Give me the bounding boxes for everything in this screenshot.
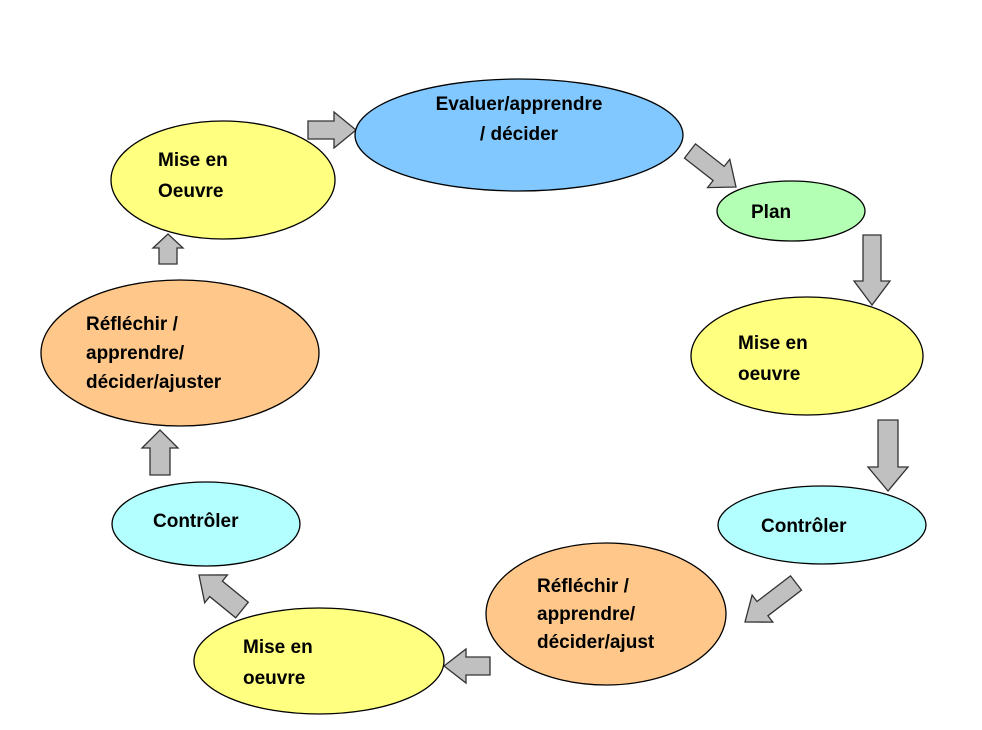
node-label-reflechir-bottom: Réfléchir / apprendre/décider/ajust bbox=[537, 576, 655, 653]
node-controler-right: Contrôler bbox=[717, 485, 927, 565]
node-reflechir-bottom: Réfléchir / apprendre/décider/ajust bbox=[485, 542, 727, 686]
arrow-reflechir-left-to-mise-en-oeuvre-top bbox=[151, 233, 185, 265]
arrow-mise-en-oeuvre-bottom-to-controler-left bbox=[198, 574, 250, 619]
node-label-controler-right: Contrôler bbox=[761, 516, 847, 537]
node-mise-en-oeuvre-top: Mise en Oeuvre bbox=[110, 120, 336, 240]
node-mise-en-oeuvre-right: Mise en oeuvre bbox=[690, 296, 924, 416]
node-label-line: / décider bbox=[480, 124, 559, 145]
node-label-line: Mise en bbox=[243, 637, 313, 658]
node-shape-reflechir-left bbox=[40, 279, 320, 427]
arrow-evaluer-to-plan bbox=[683, 142, 737, 189]
node-label-mise-en-oeuvre-bottom: Mise en oeuvre bbox=[243, 637, 313, 689]
node-label-line: Réfléchir / bbox=[537, 576, 630, 597]
node-shape-mise-en-oeuvre-right bbox=[690, 296, 924, 416]
node-label-mise-en-oeuvre-top: Mise en Oeuvre bbox=[158, 150, 228, 202]
arrow-reflechir-bottom-to-mise-en-oeuvre-bottom bbox=[442, 647, 491, 685]
arrow-controler-right-to-reflechir-bottom bbox=[744, 574, 803, 623]
node-shape-controler-left bbox=[111, 481, 301, 567]
node-controler-left: Contrôler bbox=[111, 481, 301, 567]
arrow-mise-en-oeuvre-top-to-evaluer bbox=[307, 110, 358, 150]
node-label-line: Contrôler bbox=[761, 516, 847, 537]
node-shape-controler-right bbox=[717, 485, 927, 565]
node-label-line: oeuvre bbox=[738, 364, 800, 385]
node-label-line: décider/ajuster bbox=[86, 372, 222, 393]
arrow-plan-to-mise-en-oeuvre-right bbox=[852, 234, 892, 307]
node-label-line: Plan bbox=[751, 202, 791, 223]
node-label-mise-en-oeuvre-right: Mise en oeuvre bbox=[738, 333, 808, 385]
node-shape-plan bbox=[716, 180, 866, 242]
node-label-plan: Plan bbox=[751, 202, 791, 223]
node-label-reflechir-left: Réfléchir / apprendre/décider/ajuster bbox=[86, 314, 222, 393]
node-label-evaluer: Evaluer/apprendre / décider bbox=[436, 94, 603, 145]
node-label-line: Mise en bbox=[158, 150, 228, 171]
node-reflechir-left: Réfléchir / apprendre/décider/ajuster bbox=[40, 279, 320, 427]
node-label-line: Oeuvre bbox=[158, 181, 223, 202]
node-label-line: oeuvre bbox=[243, 668, 305, 689]
node-shape-mise-en-oeuvre-bottom bbox=[193, 607, 445, 715]
arrow-mise-en-oeuvre-right-to-controler-right bbox=[866, 419, 910, 493]
arrow-controler-left-to-reflechir-left bbox=[140, 429, 180, 476]
node-label-line: Contrôler bbox=[153, 511, 239, 532]
node-mise-en-oeuvre-bottom: Mise en oeuvre bbox=[193, 607, 445, 715]
node-label-line: Mise en bbox=[738, 333, 808, 354]
node-label-line: apprendre/ bbox=[86, 343, 185, 364]
node-label-line: Evaluer/apprendre bbox=[436, 94, 603, 115]
node-label-line: décider/ajust bbox=[537, 632, 655, 653]
node-label-controler-left: Contrôler bbox=[153, 511, 239, 532]
node-shape-mise-en-oeuvre-top bbox=[110, 120, 336, 240]
node-shape-reflechir-bottom bbox=[485, 542, 727, 686]
node-shape-evaluer bbox=[354, 78, 684, 192]
node-evaluer: Evaluer/apprendre / décider bbox=[354, 78, 684, 192]
node-label-line: Réfléchir / bbox=[86, 314, 179, 335]
node-label-line: apprendre/ bbox=[537, 604, 636, 625]
node-plan: Plan bbox=[716, 180, 866, 242]
